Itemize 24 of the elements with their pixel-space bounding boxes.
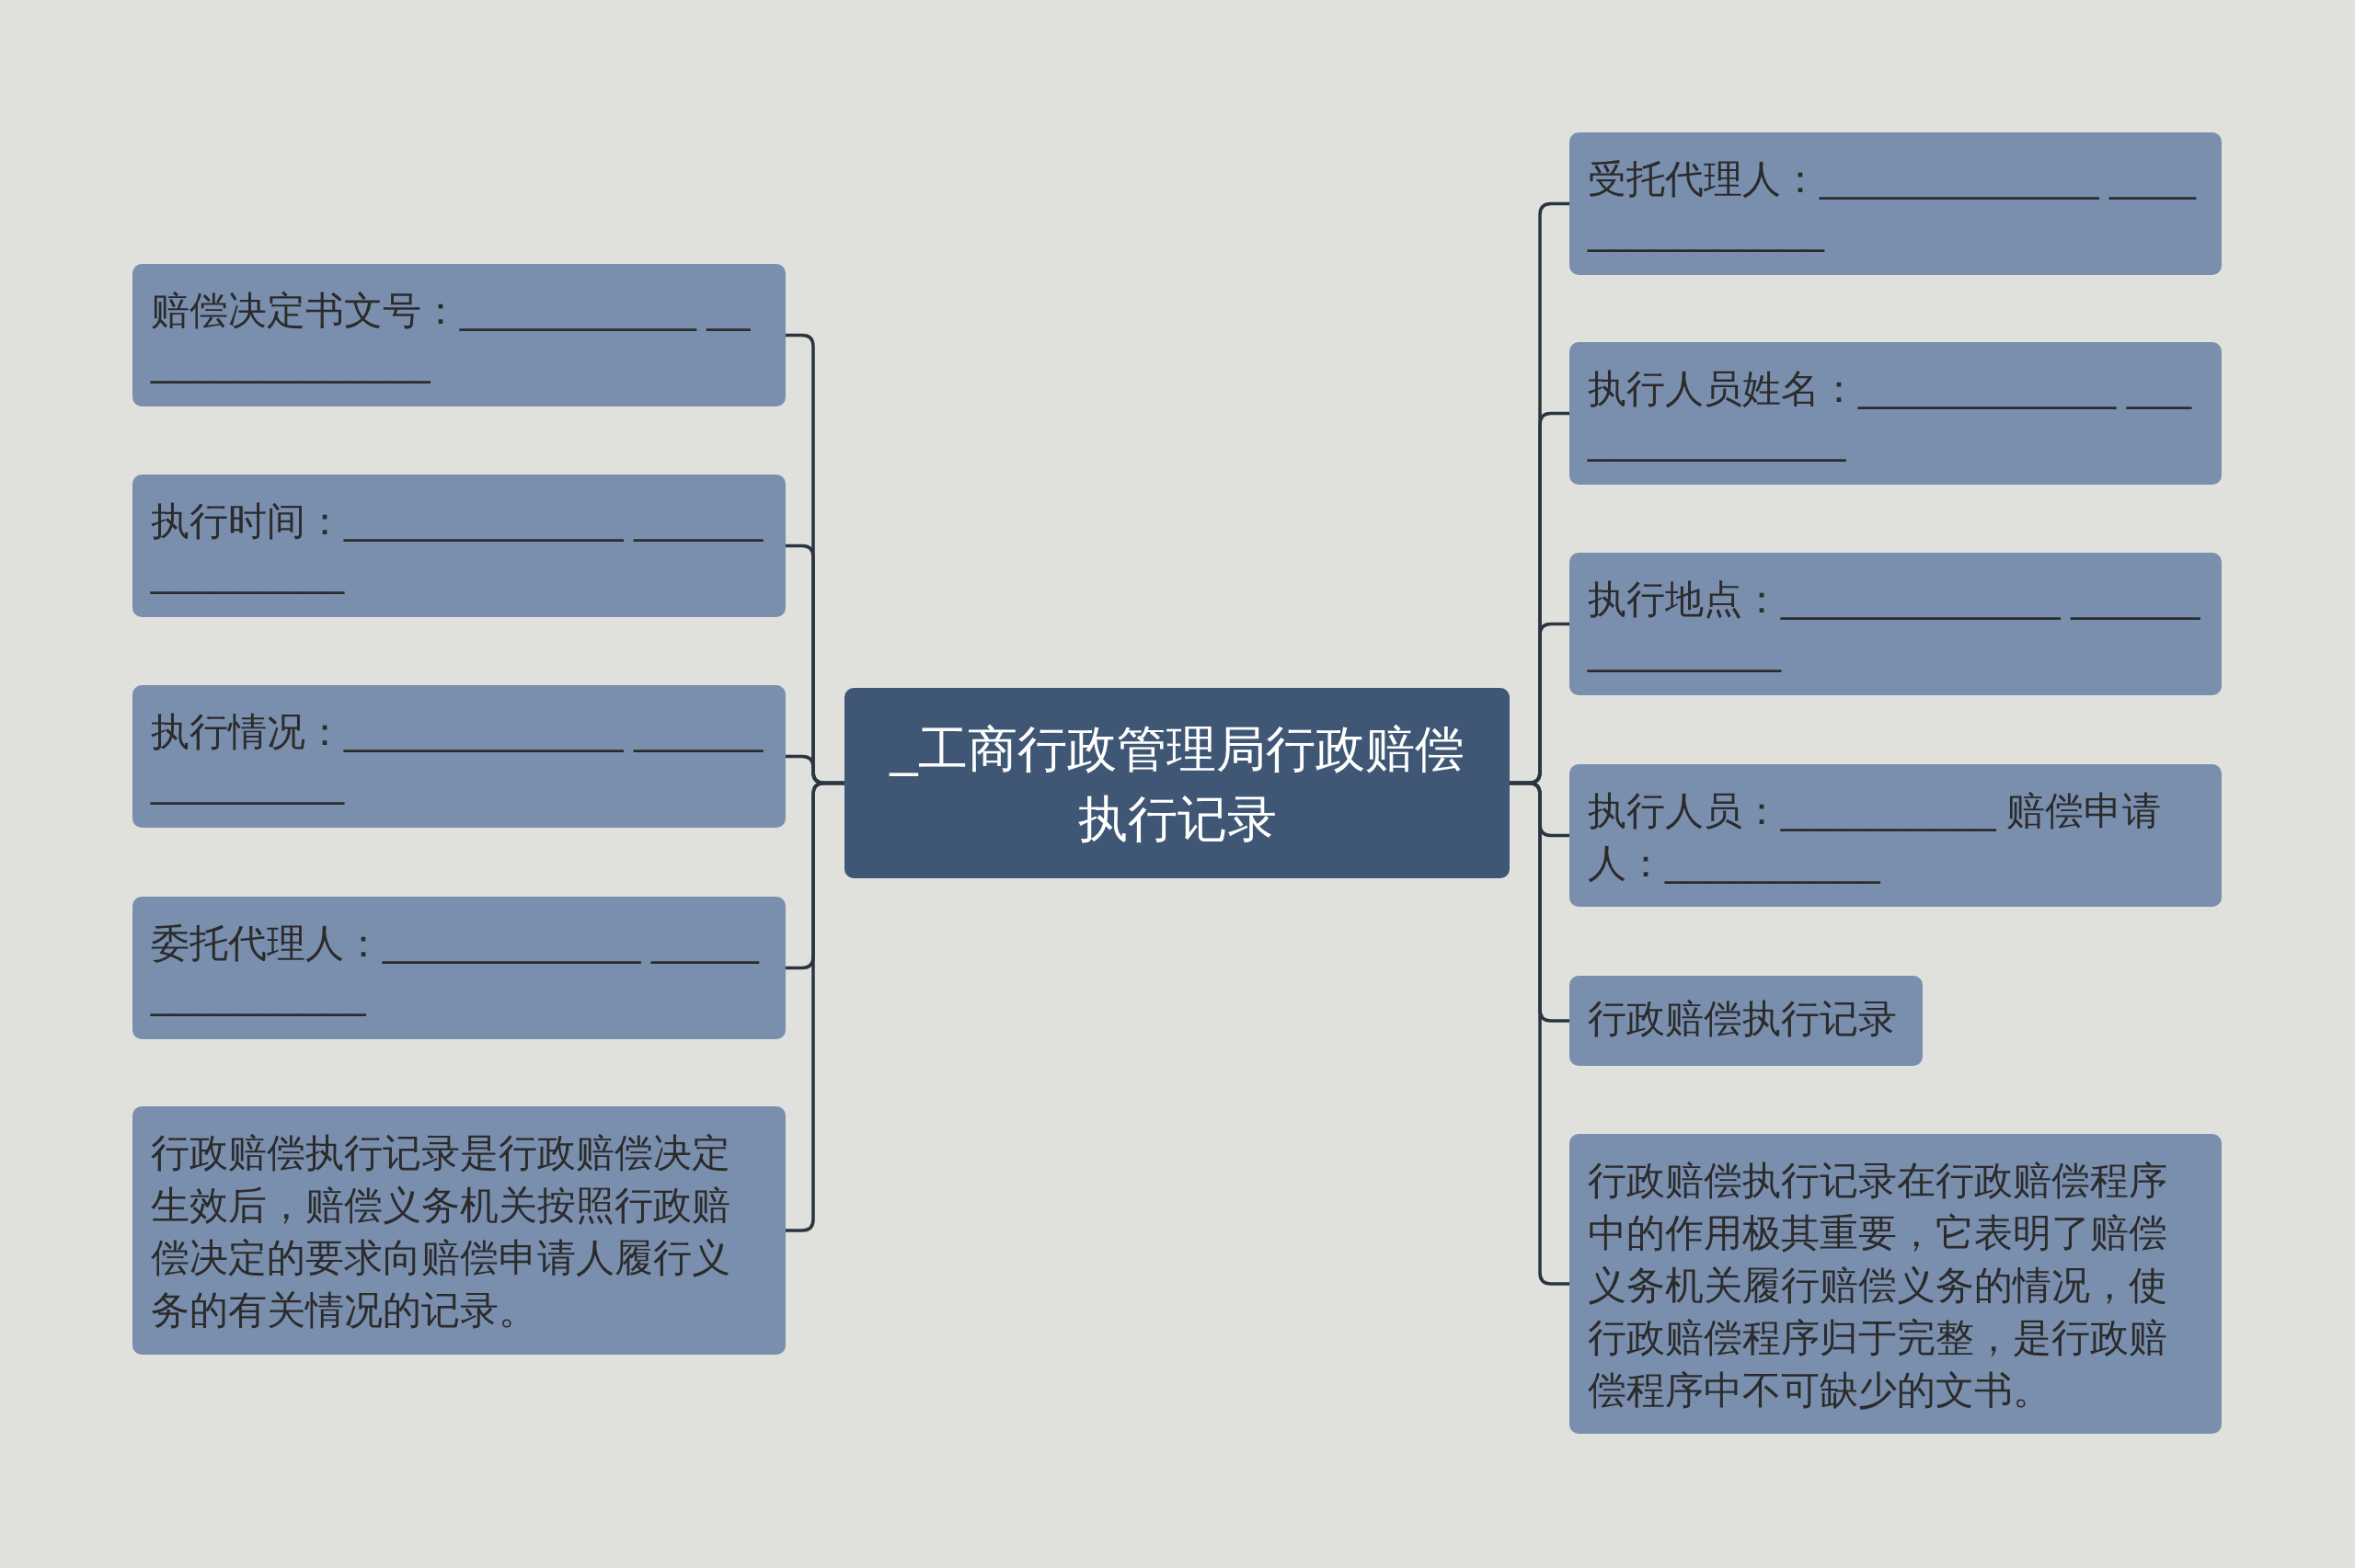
topic-box xyxy=(1569,1134,2222,1434)
topic-box xyxy=(132,897,786,1039)
topic-box xyxy=(1569,132,2222,275)
topic-text: 受托代理人：_____________ _______________ xyxy=(1588,156,2198,255)
topic-text: 行政赔偿执行记录是行政赔偿决定生效后，赔偿义务机关按照行政赔偿决定的要求向赔偿申请人履行义务的有关情况的记录。 xyxy=(151,1130,731,1333)
topic-text: 执行人员：__________ 赔偿申请人：__________ xyxy=(1588,788,2163,887)
central-topic-text: _工商行政管理局行政赔偿执行记录 xyxy=(888,719,1465,848)
topic-text: 行政赔偿执行记录在行政赔偿程序中的作用极其重要，它表明了赔偿义务机关履行赔偿义务的情况，使行政赔偿程序归于完整，是行政赔偿程序中不可缺少的文书。 xyxy=(1588,1158,2168,1413)
topic-box xyxy=(132,1106,786,1355)
central-topic-box xyxy=(844,688,1510,878)
topic-text: 行政赔偿执行记录 xyxy=(1588,996,1898,1042)
topic-box xyxy=(132,685,786,828)
topic-text: 执行情况：_____________ _______________ xyxy=(151,709,764,807)
topic-box xyxy=(1569,342,2222,485)
topic-text: 赔偿决定书文号：___________ _______________ xyxy=(151,288,752,386)
topic-box xyxy=(1569,553,2222,695)
topic-text: 执行人员姓名：____________ _______________ xyxy=(1588,366,2193,464)
topic-box xyxy=(132,475,786,617)
topic-box xyxy=(132,264,786,406)
topic-box xyxy=(1569,976,1923,1066)
topic-text: 委托代理人：____________ _______________ xyxy=(151,921,761,1019)
topic-text: 执行地点：_____________ _______________ xyxy=(1588,577,2201,675)
topic-box xyxy=(1569,764,2222,907)
topic-text: 执行时间：_____________ _______________ xyxy=(151,498,764,597)
